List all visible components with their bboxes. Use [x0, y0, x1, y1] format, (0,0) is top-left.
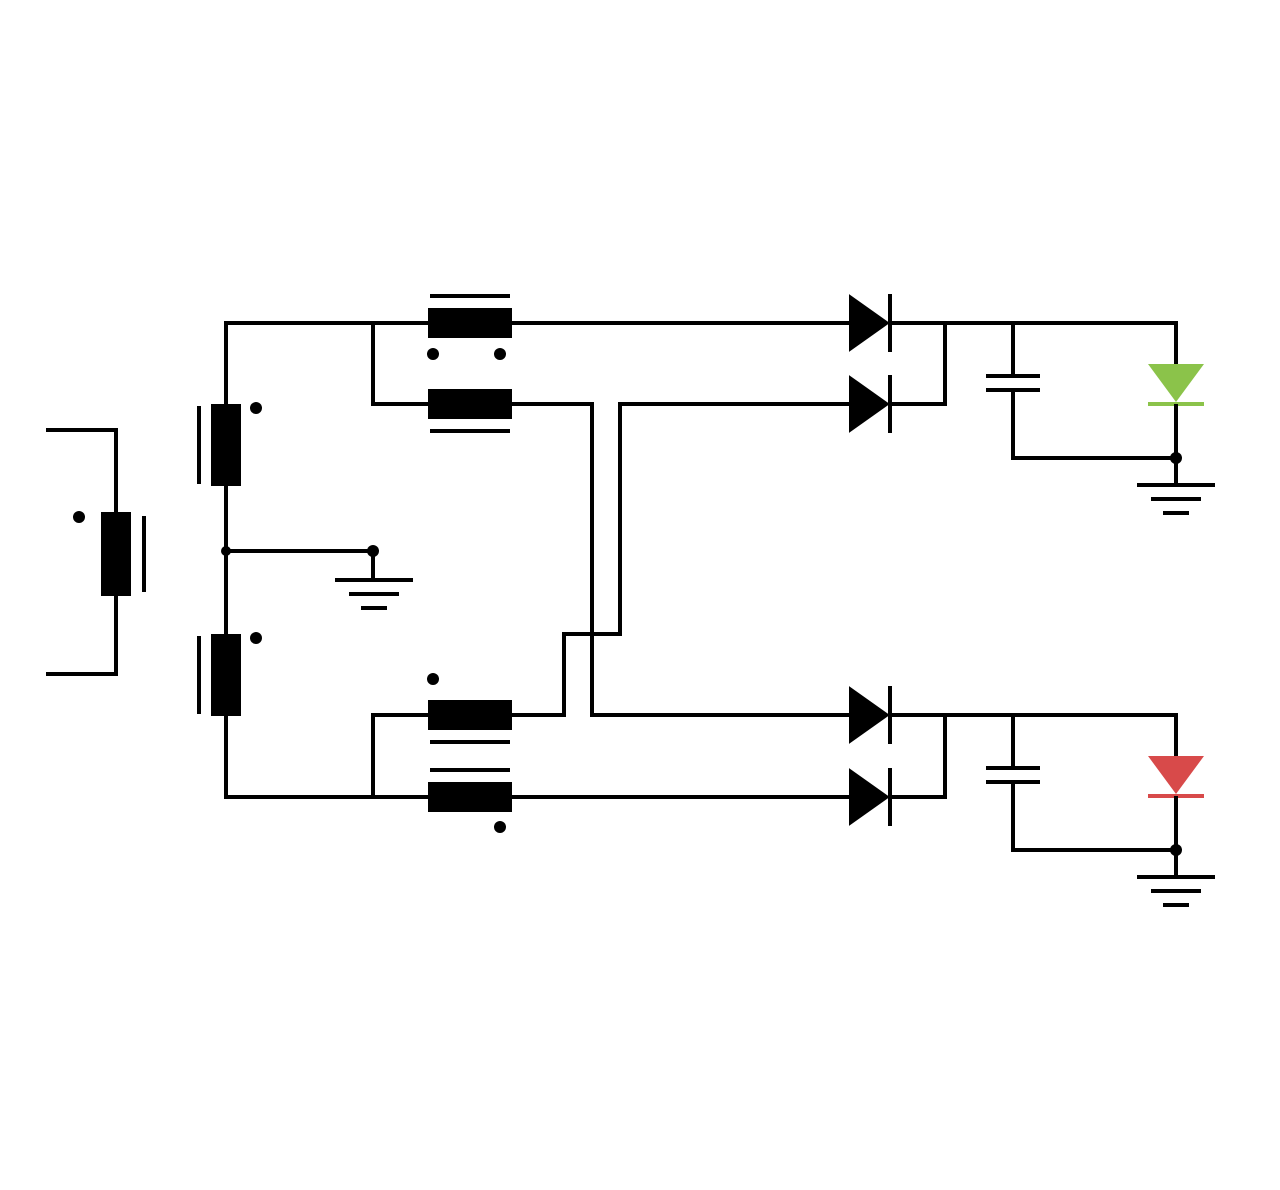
diode-top-2 [849, 375, 890, 433]
input-transformer-primary [46, 428, 146, 676]
diode-bottom-2 [849, 768, 890, 826]
secondary-winding-bottom [211, 634, 241, 716]
primary-winding [101, 512, 131, 596]
crossover-wiring [510, 321, 852, 799]
secondary-winding-top [211, 404, 241, 486]
diode-bottom-1 [849, 686, 890, 744]
bottom-coupled-inductors [224, 673, 512, 833]
bottom-rectifier [849, 686, 1178, 826]
ground-symbol-top [1137, 483, 1215, 515]
led-top [1148, 364, 1204, 402]
polarity-dot [73, 511, 85, 523]
top-output-stage [986, 321, 1215, 515]
polarity-dot [250, 402, 262, 414]
input-transformer-secondary [197, 321, 379, 799]
inductor-bottom-a [428, 700, 512, 730]
top-rectifier [849, 294, 1178, 433]
top-coupled-inductors [224, 294, 512, 433]
polarity-dot [250, 632, 262, 644]
led-bottom [1148, 756, 1204, 794]
inductor-top-a [428, 308, 512, 338]
ground-symbol-bottom [1137, 875, 1215, 907]
inductor-bottom-b [428, 782, 512, 812]
inductor-top-b [428, 389, 512, 419]
ground-symbol-center [335, 578, 413, 610]
bottom-output-stage [986, 713, 1215, 907]
diode-top-1 [849, 294, 890, 352]
